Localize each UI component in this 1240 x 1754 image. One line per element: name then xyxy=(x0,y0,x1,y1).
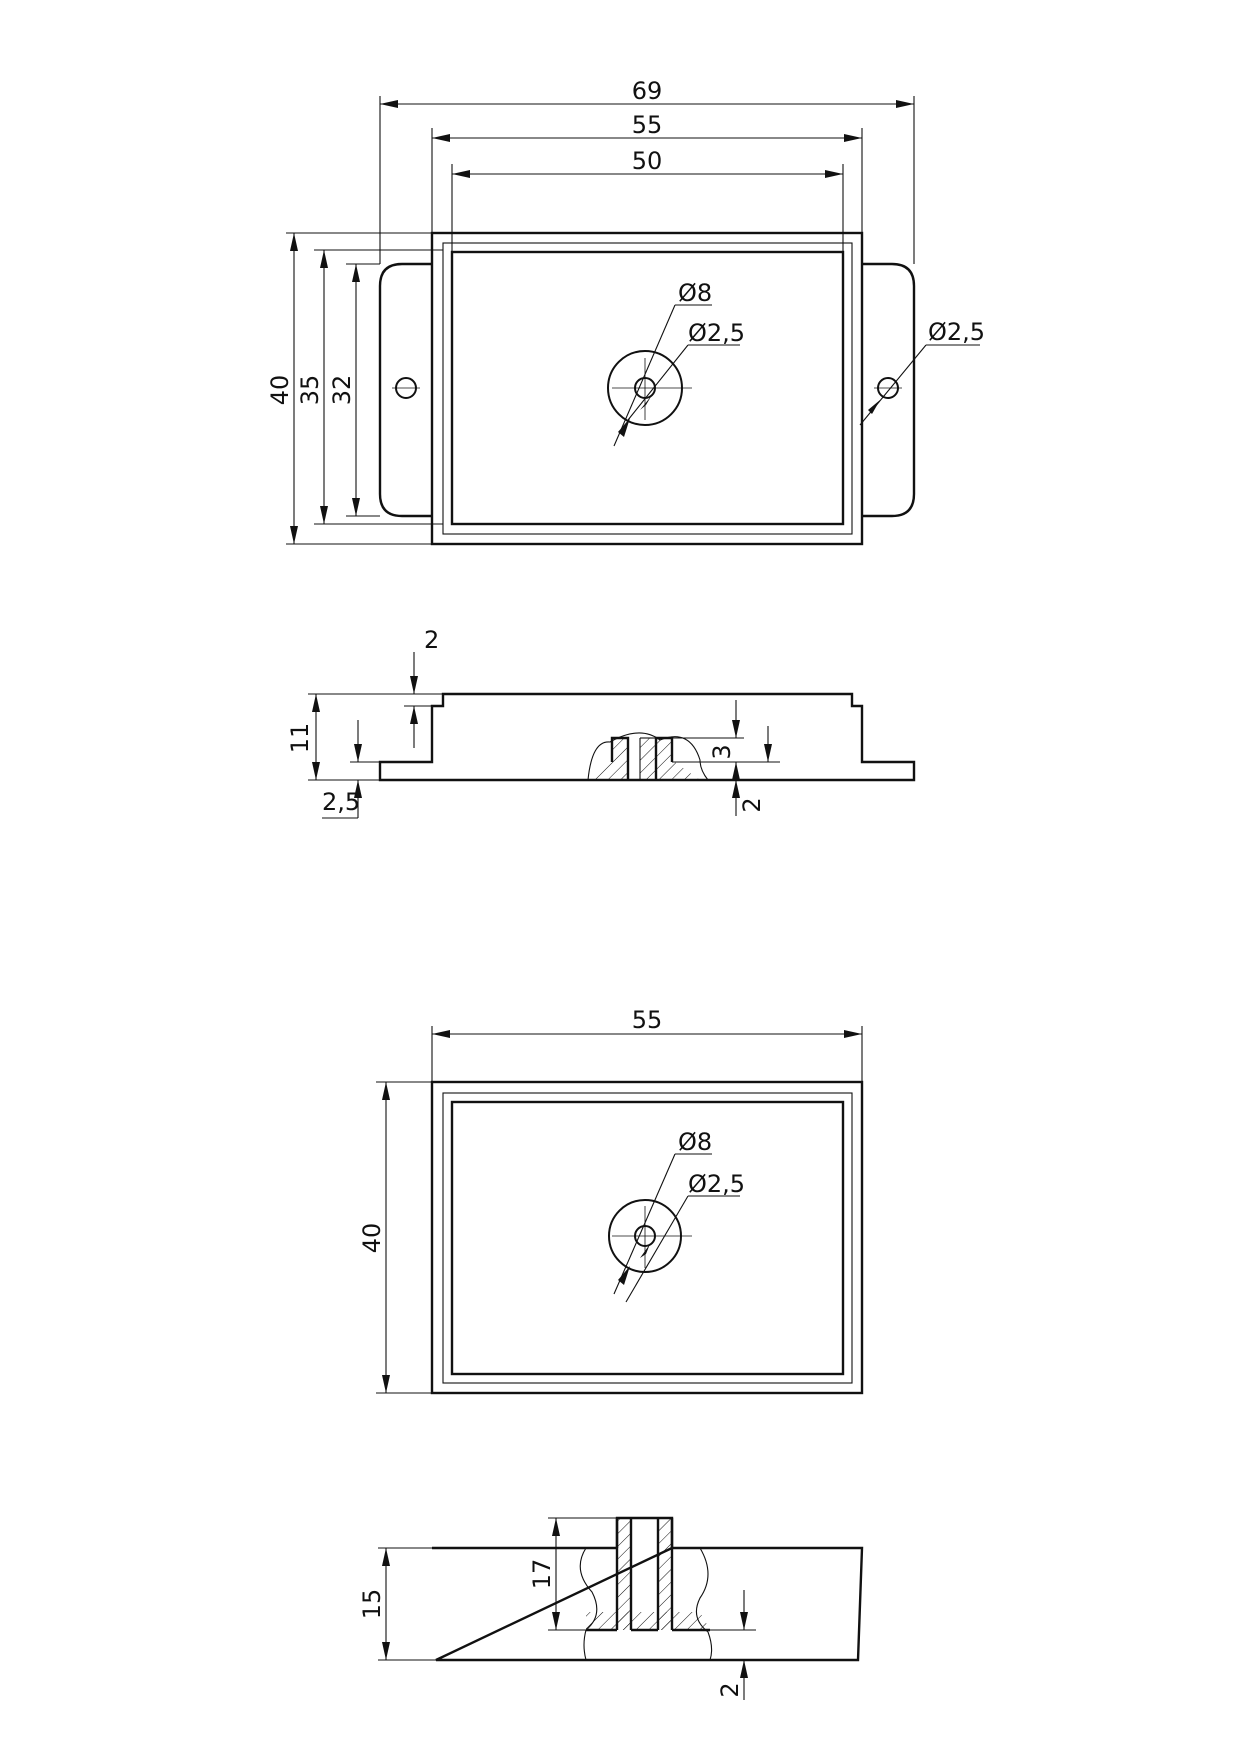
body-inner-cavity xyxy=(450,250,845,526)
dim-width-body: 55 xyxy=(632,111,663,139)
dim-height-mid: 35 xyxy=(296,375,324,406)
plain-body-inner-wall xyxy=(442,1092,853,1384)
dim-width-inner: 50 xyxy=(632,147,663,175)
dim-flange-thickness: 2,5 xyxy=(322,788,360,816)
dim-base: 2 xyxy=(738,797,766,812)
dia-mount-hole: Ø2,5 xyxy=(928,318,985,346)
dim-height-overall: 40 xyxy=(266,375,294,406)
plain-body-inner-cavity xyxy=(450,1100,845,1376)
dim-height-flange: 32 xyxy=(328,375,356,406)
plain-dim-height: 40 xyxy=(358,1223,386,1254)
dim-step: 2 xyxy=(424,626,439,654)
dim-width-overall: 69 xyxy=(632,77,663,105)
left-flange xyxy=(378,262,432,518)
side-plain-outline xyxy=(432,1546,864,1662)
dim-boss-height: 3 xyxy=(708,744,736,759)
dia-boss: Ø8 xyxy=(678,279,712,307)
plain-side-dim-post: 17 xyxy=(528,1559,556,1590)
dia-hole: Ø2,5 xyxy=(688,319,745,347)
plain-dia-boss: Ø8 xyxy=(678,1128,712,1156)
view-top-flanged: 69 55 50 40 35 32 xyxy=(266,77,985,546)
view-top-plain: 55 40 Ø8 Ø2,5 xyxy=(358,1006,864,1395)
plain-side-dim-height: 15 xyxy=(358,1589,386,1620)
view-side-plain: 15 17 2 xyxy=(358,1516,864,1700)
body-outline xyxy=(430,231,864,546)
plain-dim-width: 55 xyxy=(632,1006,663,1034)
plain-body-outline xyxy=(430,1080,864,1395)
plain-side-dim-base: 2 xyxy=(716,1682,744,1697)
view-side-flanged: 2 11 2,5 3 2 xyxy=(286,626,916,819)
dim-total-height: 11 xyxy=(286,723,314,754)
side-flanged-outline xyxy=(378,692,916,782)
right-flange xyxy=(862,262,916,518)
body-inner-wall xyxy=(442,242,853,535)
plain-dia-hole: Ø2,5 xyxy=(688,1170,745,1198)
